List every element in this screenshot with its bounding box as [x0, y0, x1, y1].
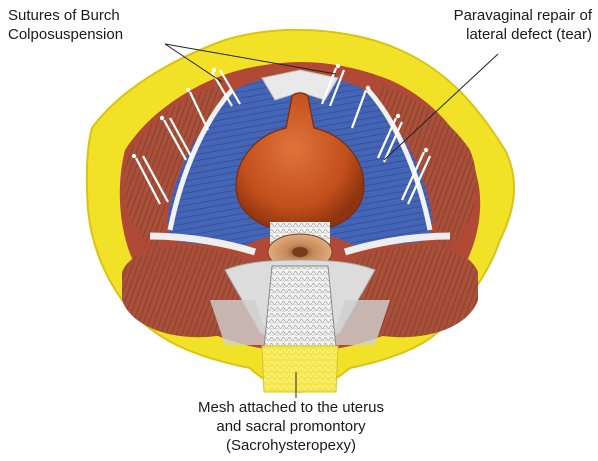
mesh-label: Mesh attached to the uterus and sacral p…	[160, 398, 422, 455]
cervical-os	[292, 247, 308, 257]
mesh-label-line-1: Mesh attached to the uterus	[160, 398, 422, 417]
paravaginal-label-line-2: lateral defect (tear)	[454, 25, 592, 44]
mesh-label-line-2: and sacral promontory	[160, 417, 422, 436]
mesh-label-line-3: (Sacrohysteropexy)	[160, 436, 422, 455]
paravaginal-repair-label: Paravaginal repair of lateral defect (te…	[454, 6, 592, 44]
mesh-sacral-tail	[262, 346, 338, 392]
burch-suture-label: Sutures of Burch Colposuspension	[8, 6, 123, 44]
burch-label-line-1: Sutures of Burch	[8, 6, 123, 25]
paravaginal-label-line-1: Paravaginal repair of	[454, 6, 592, 25]
sacrohysteropexy-mesh	[264, 266, 336, 348]
burch-label-line-2: Colposuspension	[8, 25, 123, 44]
